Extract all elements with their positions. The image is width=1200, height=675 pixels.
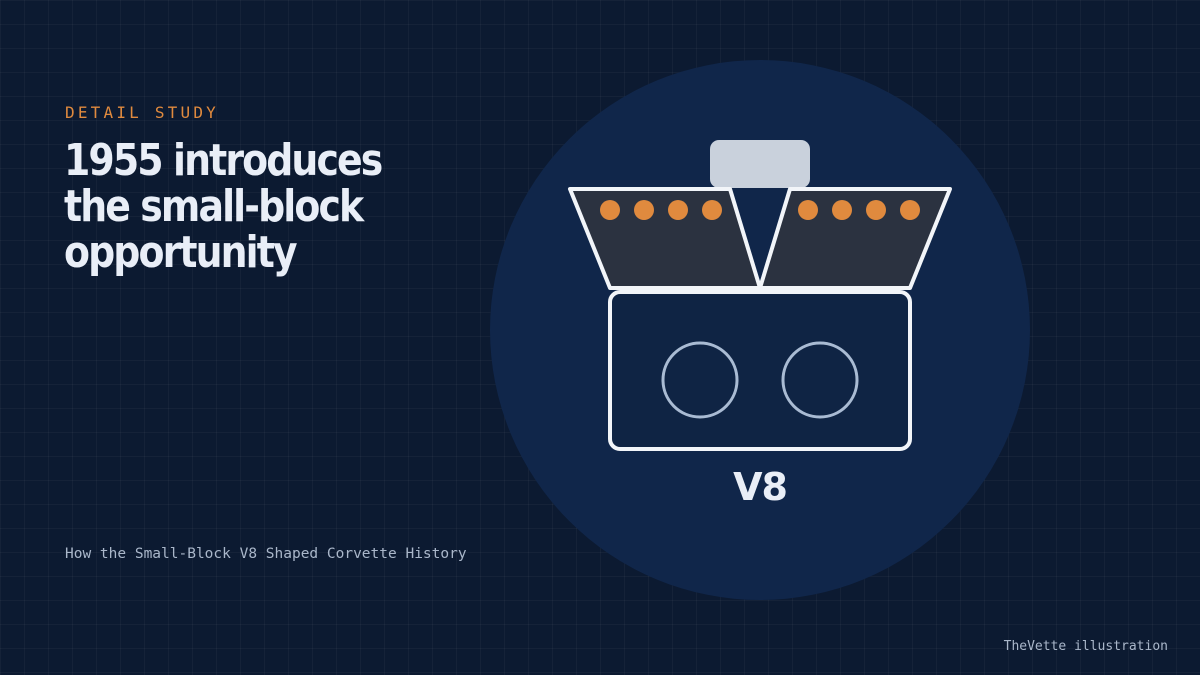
air-cleaner: [710, 140, 810, 188]
spark-plug-dot: [634, 200, 654, 220]
spark-plug-dot: [702, 200, 722, 220]
illustration-credit: TheVette illustration: [1003, 639, 1168, 654]
spark-plug-dot: [900, 200, 920, 220]
engine-label: V8: [733, 465, 787, 509]
spark-plug-dot: [600, 200, 620, 220]
spark-plug-dot: [832, 200, 852, 220]
eyebrow-label: DETAIL STUDY: [65, 103, 219, 122]
spark-plug-dot: [798, 200, 818, 220]
engine-block: [608, 290, 912, 451]
headline: 1955 introduces the small-block opportun…: [64, 135, 383, 278]
spark-plug-dot: [866, 200, 886, 220]
subtitle: How the Small-Block V8 Shaped Corvette H…: [65, 546, 467, 562]
spark-plug-dot: [668, 200, 688, 220]
cylinder-bore-ring: [781, 341, 859, 419]
cylinder-bore-ring: [661, 341, 739, 419]
